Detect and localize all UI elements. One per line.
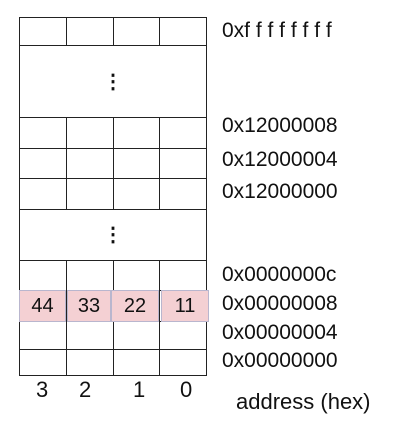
address-label-12000000: 0x12000000 bbox=[222, 180, 338, 203]
byte-cell bbox=[65, 18, 113, 45]
byte-cell bbox=[20, 179, 66, 209]
byte-value-2: 33 bbox=[67, 290, 111, 322]
byte-cell bbox=[20, 322, 66, 349]
memory-gap-upper: ⋮ bbox=[19, 46, 207, 118]
address-axis-label: address (hex) bbox=[236, 389, 371, 414]
memory-row-12000000 bbox=[19, 178, 207, 210]
byte-cell bbox=[159, 350, 206, 375]
byte-cell bbox=[112, 149, 160, 178]
byte-cell bbox=[20, 18, 66, 45]
byte-offset-label-2: 2 bbox=[79, 377, 92, 402]
memory-row-00000000 bbox=[19, 349, 207, 376]
address-label-00000008: 0x00000008 bbox=[222, 292, 338, 315]
byte-value-3: 44 bbox=[19, 290, 66, 322]
byte-cell bbox=[159, 322, 206, 349]
byte-cell bbox=[159, 179, 206, 209]
byte-cell bbox=[159, 261, 206, 290]
byte-cell bbox=[159, 149, 206, 178]
byte-cell bbox=[20, 149, 66, 178]
byte-cell bbox=[112, 118, 160, 148]
vertical-ellipsis-icon: ⋮ bbox=[103, 71, 123, 93]
address-label-ffffffff: 0xf f f f f f f f bbox=[222, 19, 332, 42]
address-label-00000000: 0x00000000 bbox=[222, 349, 338, 372]
byte-offset-label-1: 1 bbox=[133, 377, 146, 402]
byte-cell bbox=[112, 350, 160, 375]
byte-cell bbox=[159, 18, 206, 45]
address-label-00000004: 0x00000004 bbox=[222, 321, 338, 344]
byte-cell bbox=[159, 291, 206, 321]
byte-cell bbox=[65, 179, 113, 209]
byte-cell bbox=[112, 179, 160, 209]
byte-cell bbox=[65, 261, 113, 290]
byte-offset-label-0: 0 bbox=[180, 377, 193, 402]
byte-cell bbox=[112, 322, 160, 349]
byte-cell bbox=[20, 350, 66, 375]
byte-value-1: 22 bbox=[111, 290, 159, 322]
byte-cell bbox=[20, 118, 66, 148]
byte-cell bbox=[159, 118, 206, 148]
vertical-ellipsis-icon: ⋮ bbox=[103, 224, 123, 246]
byte-cell bbox=[20, 261, 66, 290]
memory-row-00000004 bbox=[19, 321, 207, 350]
byte-cell bbox=[65, 149, 113, 178]
memory-row-top bbox=[19, 17, 207, 46]
byte-cell bbox=[65, 291, 113, 321]
memory-gap-lower: ⋮ bbox=[19, 209, 207, 261]
byte-value-0: 11 bbox=[161, 290, 209, 322]
byte-cell bbox=[112, 261, 160, 290]
memory-row-12000008 bbox=[19, 117, 207, 149]
byte-cell bbox=[65, 322, 113, 349]
byte-cell bbox=[112, 18, 160, 45]
address-label-12000004: 0x12000004 bbox=[222, 148, 338, 171]
byte-cell bbox=[65, 118, 113, 148]
memory-row-0000000c bbox=[19, 260, 207, 291]
memory-row-12000004 bbox=[19, 148, 207, 179]
address-label-0000000c: 0x0000000c bbox=[222, 263, 337, 286]
address-label-12000008: 0x12000008 bbox=[222, 114, 338, 137]
byte-offset-label-3: 3 bbox=[36, 377, 49, 402]
byte-cell bbox=[65, 350, 113, 375]
